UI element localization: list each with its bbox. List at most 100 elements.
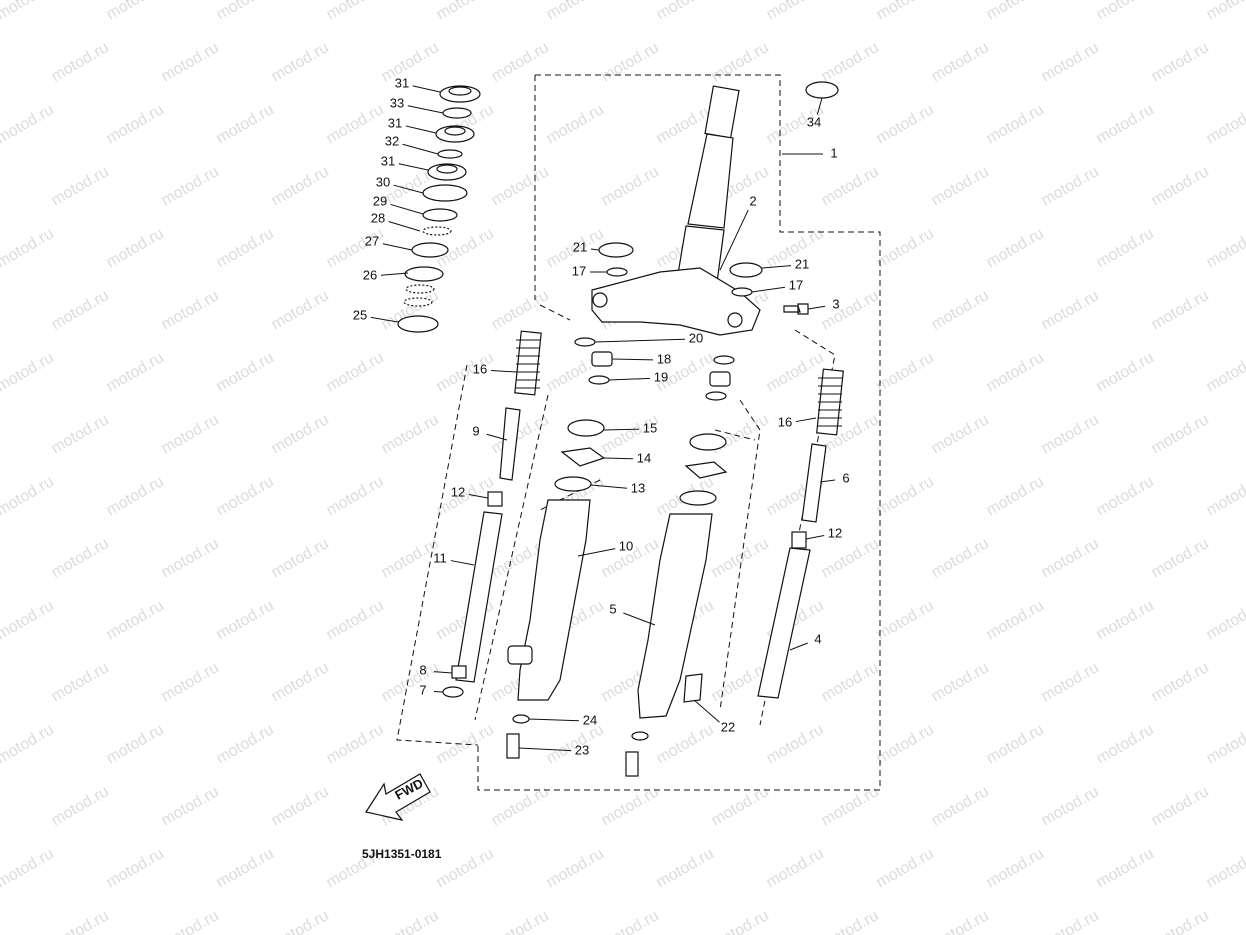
leader-line (611, 358, 654, 361)
callout-number: 34 (807, 114, 821, 129)
watermark-text: motod.ru (159, 39, 222, 85)
callout-number: 29 (373, 193, 387, 208)
leader-line (805, 535, 825, 540)
leader-line (603, 428, 640, 431)
watermark-text: motod.ru (214, 845, 277, 891)
watermark-text: motod.ru (489, 39, 552, 85)
watermark-text: motod.ru (1039, 535, 1102, 581)
callout-number: 26 (363, 267, 377, 282)
bearing-cover (422, 184, 468, 202)
watermark-text: motod.ru (104, 721, 167, 767)
callout-number: 3 (832, 296, 839, 311)
leader-line (590, 248, 600, 251)
watermark-text: motod.ru (874, 0, 937, 23)
leader-line (528, 718, 580, 722)
guide-lines-right (714, 329, 836, 726)
callout-number: 17 (572, 263, 586, 278)
watermark-text: motod.ru (269, 411, 332, 457)
ring-nut-lower-hole (436, 164, 458, 174)
watermark-text: motod.ru (929, 287, 992, 333)
watermark-text: motod.ru (929, 907, 992, 935)
watermark-text: motod.ru (214, 349, 277, 395)
callout-number: 20 (689, 330, 703, 345)
outer-tube-right (637, 513, 713, 719)
watermark-text: motod.ru (1039, 411, 1102, 457)
leader-line (433, 690, 444, 693)
leader-line (594, 338, 686, 343)
watermark-text: motod.ru (49, 783, 112, 829)
ball-bearing-upper (422, 226, 452, 236)
callout-number: 25 (353, 307, 367, 322)
watermark-text: motod.ru (874, 721, 937, 767)
watermark-text: motod.ru (214, 597, 277, 643)
watermark-text: motod.ru (1204, 721, 1246, 767)
callout-number: 16 (473, 361, 487, 376)
watermark-text: motod.ru (49, 163, 112, 209)
leader-line (719, 209, 749, 271)
leader-lines (370, 85, 836, 752)
watermark-text: motod.ru (0, 411, 2, 457)
oring-left-20 (574, 337, 596, 347)
callout-number: 15 (643, 420, 657, 435)
copper-washer-left (512, 714, 530, 724)
watermark-text: motod.ru (544, 101, 607, 147)
callout-number: 31 (388, 115, 402, 130)
callout-number: 30 (376, 174, 390, 189)
watermark-text: motod.ru (434, 721, 497, 767)
leader-line (382, 243, 413, 251)
watermark-text: motod.ru (269, 287, 332, 333)
leader-line (393, 184, 424, 194)
watermark-text: motod.ru (159, 907, 222, 935)
leader-line (751, 286, 786, 293)
watermark-text: motod.ru (434, 845, 497, 891)
watermark-text: motod.ru (709, 907, 772, 935)
ball-race-lower-a (404, 266, 444, 282)
leader-line (412, 85, 441, 93)
watermark-text: motod.ru (214, 0, 277, 23)
watermark-text: motod.ru (764, 0, 827, 23)
callout-number: 5 (609, 601, 616, 616)
leader-line (518, 747, 572, 752)
watermark-text: motod.ru (984, 845, 1047, 891)
watermark-text: motod.ru (929, 783, 992, 829)
circlip-left (606, 267, 628, 277)
outer-tube-left (517, 499, 591, 701)
ball-race-bottom (397, 315, 439, 333)
watermark-text: motod.ru (819, 535, 882, 581)
watermark-text: motod.ru (929, 163, 992, 209)
watermark-text: motod.ru (984, 225, 1047, 271)
copper-washer-right (631, 731, 649, 741)
watermark-text: motod.ru (0, 0, 57, 23)
leader-line (486, 433, 508, 441)
watermark-text: motod.ru (0, 535, 2, 581)
watermark-text: motod.ru (379, 907, 442, 935)
watermark-text: motod.ru (1094, 597, 1157, 643)
watermark-text: motod.ru (929, 411, 992, 457)
leader-line (468, 493, 489, 499)
watermark-text: motod.ru (0, 721, 57, 767)
dust-seal-left-13 (554, 476, 592, 492)
watermark-text: motod.ru (1039, 783, 1102, 829)
watermark-text: motod.ru (0, 473, 57, 519)
cap-bolt-right (709, 371, 731, 387)
leader-line (407, 105, 444, 114)
o-ring (805, 81, 839, 99)
leader-line (623, 612, 656, 626)
leader-line (603, 457, 634, 460)
callout-number: 13 (631, 480, 645, 495)
ring-nut-middle-hole (444, 126, 466, 136)
watermark-text: motod.ru (819, 907, 882, 935)
watermark-text: motod.ru (819, 39, 882, 85)
watermark-text: motod.ru (0, 597, 57, 643)
watermark-text: motod.ru (984, 349, 1047, 395)
watermark-text: motod.ru (49, 907, 112, 935)
callout-number: 14 (637, 450, 651, 465)
watermark-text: motod.ru (1094, 721, 1157, 767)
rebound-spring-left (487, 491, 503, 507)
oil-lock-piece (451, 665, 467, 679)
ball-bearing-lower-b (403, 297, 433, 307)
watermark-text: motod.ru (324, 721, 387, 767)
watermark-text: motod.ru (324, 0, 387, 23)
watermark-text: motod.ru (269, 163, 332, 209)
